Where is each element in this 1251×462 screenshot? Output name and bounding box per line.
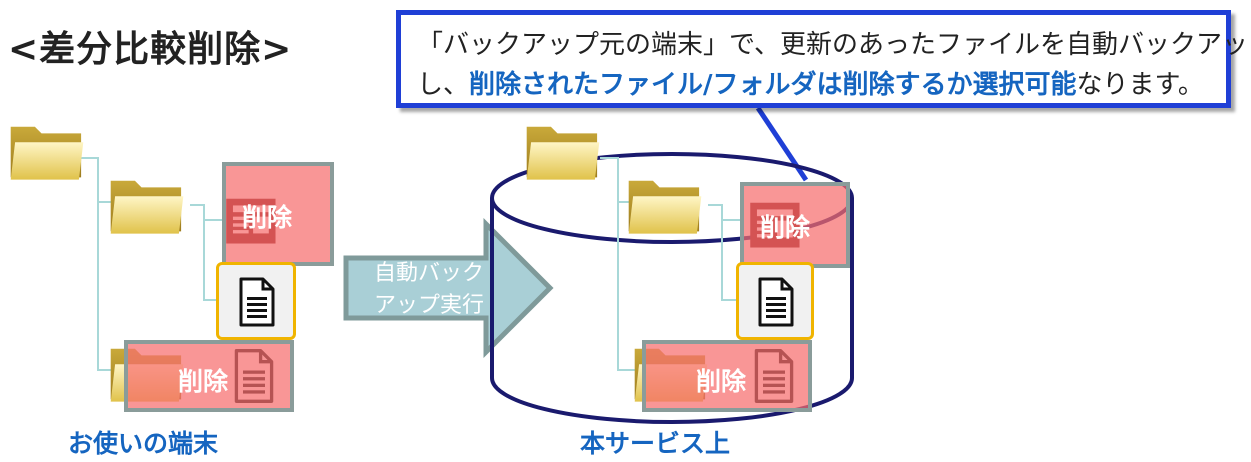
callout-line-2: し、削除されたファイル/フォルダは削除するか選択可能なります。: [417, 70, 1204, 100]
storage-cylinder: [490, 152, 854, 424]
updated-file: [216, 262, 296, 340]
delete-label: 削除: [760, 213, 811, 242]
page-title: <差分比較削除>: [8, 29, 293, 70]
document-icon: [237, 275, 277, 329]
deleted-file-marker: [222, 162, 334, 266]
deleted-folder-marker: [642, 340, 812, 412]
callout-box: 「バックアップ元の端末」で、更新のあったファイルを自動バックアップ し、削除され…: [396, 10, 1251, 108]
folder-icon: [626, 172, 704, 238]
delete-label: 削除: [178, 367, 229, 396]
delete-label: 削除: [696, 367, 747, 396]
right-caption: 本サービス上: [580, 429, 731, 458]
document-icon: [756, 275, 796, 329]
arrow-label: 自動バック アップ実行: [373, 261, 484, 318]
updated-file: [736, 262, 814, 340]
delete-label: 削除: [242, 203, 293, 232]
left-caption: お使いの端末: [68, 429, 219, 458]
callout-highlight: 削除されたファイル/フォルダは削除するか選択可能: [469, 70, 1077, 100]
folder-icon: [524, 118, 602, 184]
folder-icon: [8, 118, 86, 184]
backup-arrow: [343, 218, 554, 358]
folder-icon: [108, 172, 186, 238]
deleted-folder-marker: [124, 340, 294, 412]
callout-line-1: 「バックアップ元の端末」で、更新のあったファイルを自動バックアップ: [417, 30, 1251, 60]
